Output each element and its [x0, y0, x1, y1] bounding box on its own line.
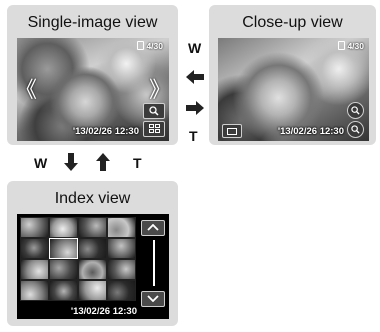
image-counter: 4/30	[338, 41, 364, 51]
index-grid-button[interactable]	[143, 121, 165, 137]
index-thumbnail[interactable]	[49, 238, 78, 259]
t-lever-label: T	[189, 128, 198, 144]
arrow-left-icon	[186, 70, 204, 84]
closeup-view-panel: Close-up view 4/30 '13/02/26 12:30	[209, 5, 376, 145]
magnifier-icon	[351, 125, 360, 134]
index-thumbnail[interactable]	[78, 280, 107, 301]
index-thumbnail[interactable]	[20, 259, 49, 280]
memory-card-icon	[137, 41, 145, 50]
scrollbar-track[interactable]	[153, 240, 155, 286]
chevron-down-icon	[147, 295, 159, 303]
zoom-frame-icon	[227, 128, 237, 135]
scroll-down-button[interactable]	[141, 291, 165, 307]
index-thumbnail[interactable]	[78, 238, 107, 259]
closeup-screen[interactable]: 4/30 '13/02/26 12:30	[218, 38, 369, 141]
index-thumbnail[interactable]	[49, 259, 78, 280]
t-lever-label: T	[133, 155, 142, 171]
flower-photo-zoomed	[218, 38, 369, 141]
index-thumbnail[interactable]	[107, 259, 136, 280]
index-screen[interactable]: '13/02/26 12:30	[17, 214, 169, 319]
capture-datetime: '13/02/26 12:30	[70, 306, 137, 317]
previous-image-chevron[interactable]: 《	[17, 76, 38, 102]
zoom-in-button[interactable]	[347, 102, 364, 119]
index-thumbnail[interactable]	[107, 280, 136, 301]
magnifier-icon	[351, 106, 360, 115]
index-thumbnail[interactable]	[20, 280, 49, 301]
index-thumbnail[interactable]	[20, 217, 49, 238]
index-view-panel: Index view '13/02/26 12:30	[7, 181, 178, 326]
zoom-out-button[interactable]	[347, 121, 364, 138]
w-lever-label: W	[34, 155, 48, 171]
zoom-button[interactable]	[143, 103, 165, 119]
next-image-chevron[interactable]: 》	[148, 76, 169, 102]
w-lever-label: W	[188, 40, 202, 56]
index-thumbnail[interactable]	[49, 280, 78, 301]
image-counter: 4/30	[137, 41, 163, 51]
index-thumbnail[interactable]	[78, 259, 107, 280]
capture-datetime: '13/02/26 12:30	[277, 126, 344, 137]
chevron-up-icon	[147, 223, 159, 231]
index-thumbnail[interactable]	[78, 217, 107, 238]
single-image-view-panel: Single-image view 4/30 《 》 '13/02/26 12:…	[7, 5, 178, 145]
zoom-position-indicator	[222, 124, 242, 138]
memory-card-icon	[338, 41, 346, 50]
panel-title: Close-up view	[242, 14, 343, 31]
index-thumbnail[interactable]	[20, 238, 49, 259]
grid-icon	[148, 124, 160, 133]
index-thumbnail[interactable]	[49, 217, 78, 238]
index-thumbnail[interactable]	[107, 238, 136, 259]
arrow-up-icon	[96, 153, 110, 171]
arrow-right-icon	[186, 101, 204, 115]
index-thumbnail[interactable]	[107, 217, 136, 238]
single-image-screen[interactable]: 4/30 《 》 '13/02/26 12:30	[17, 38, 169, 141]
panel-title: Index view	[54, 190, 131, 207]
arrow-down-icon	[64, 153, 78, 171]
scroll-up-button[interactable]	[141, 220, 165, 236]
magnifier-icon	[149, 106, 159, 116]
panel-title: Single-image view	[27, 14, 158, 31]
capture-datetime: '13/02/26 12:30	[72, 126, 139, 137]
